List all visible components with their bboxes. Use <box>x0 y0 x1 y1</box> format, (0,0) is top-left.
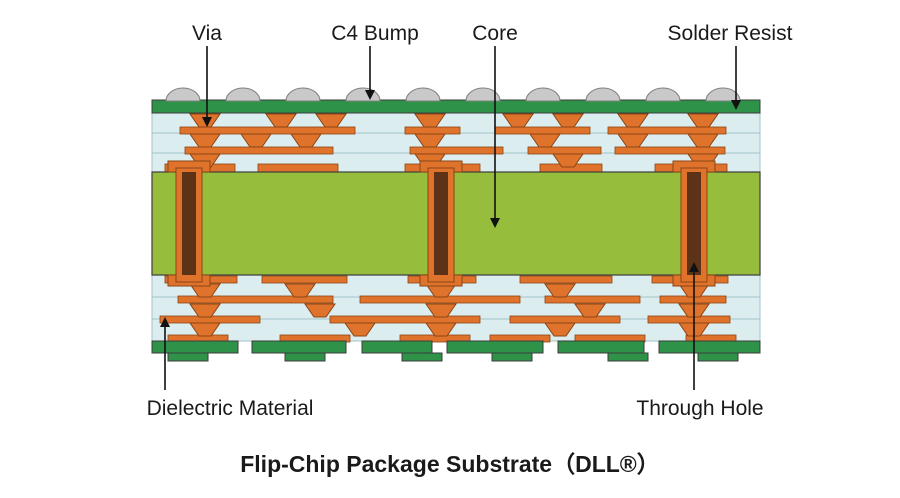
copper-trace <box>509 315 621 324</box>
c4-bump <box>645 87 681 102</box>
solder-resist-pad <box>491 352 533 362</box>
solder-resist-pad <box>607 352 649 362</box>
copper-trace <box>177 295 334 304</box>
via-label: Via <box>192 22 222 45</box>
diagram-title: Flip-Chip Package Substrate（DLL®） <box>240 451 660 477</box>
c4-bump <box>405 87 441 102</box>
through-hole-fill <box>687 172 701 275</box>
copper-trace <box>257 163 339 173</box>
c4-bump <box>585 87 621 102</box>
copper-trace <box>261 275 348 284</box>
copper-trace <box>494 126 591 135</box>
copper-trace <box>614 146 726 155</box>
core-arrow <box>490 46 500 228</box>
copper-trace <box>527 146 602 155</box>
c4-bumps <box>165 87 741 102</box>
c4-bump <box>285 87 321 102</box>
solder-resist-segment <box>658 340 761 354</box>
core-label: Core <box>472 22 518 45</box>
c4-bump <box>165 87 201 102</box>
copper-trace <box>404 126 461 135</box>
solder-resist-pad <box>401 352 443 362</box>
c4-bump <box>225 87 261 102</box>
through-hole <box>419 160 463 287</box>
solder-resist-segment <box>557 340 645 354</box>
via-arrow <box>202 46 212 127</box>
core-layer <box>151 171 761 276</box>
dielectric-material-arrow <box>160 317 170 390</box>
solder-resist-pad <box>284 352 326 362</box>
copper-trace <box>607 126 727 135</box>
c4-bump-label: C4 Bump <box>331 22 419 45</box>
dielectric-material-label: Dielectric Material <box>147 397 314 420</box>
copper-trace <box>409 146 504 155</box>
through-hole <box>167 160 211 287</box>
copper-trace <box>179 126 356 135</box>
copper-trace <box>544 295 641 304</box>
solder-resist-arrow <box>731 46 741 110</box>
c4-bump <box>345 87 381 102</box>
solder-resist-pad <box>167 352 209 362</box>
c4-bump <box>705 87 741 102</box>
solder-resist-segment <box>446 340 544 354</box>
solder-resist-segment <box>251 340 347 354</box>
solder-resist-label: Solder Resist <box>668 22 793 45</box>
solder-resist-segment <box>361 340 433 354</box>
copper-trace <box>184 146 334 155</box>
through-hole-label: Through Hole <box>636 397 763 420</box>
copper-trace <box>329 315 481 324</box>
solder-resist-bottom <box>151 340 761 362</box>
c4-bump-arrow <box>365 46 375 100</box>
copper-trace <box>519 275 613 284</box>
through-hole-arrow <box>689 262 699 390</box>
through-hole-fill <box>182 172 196 275</box>
solder-resist-top <box>151 99 761 114</box>
c4-bump <box>525 87 561 102</box>
solder-resist-pad <box>697 352 739 362</box>
through-hole-fill <box>434 172 448 275</box>
